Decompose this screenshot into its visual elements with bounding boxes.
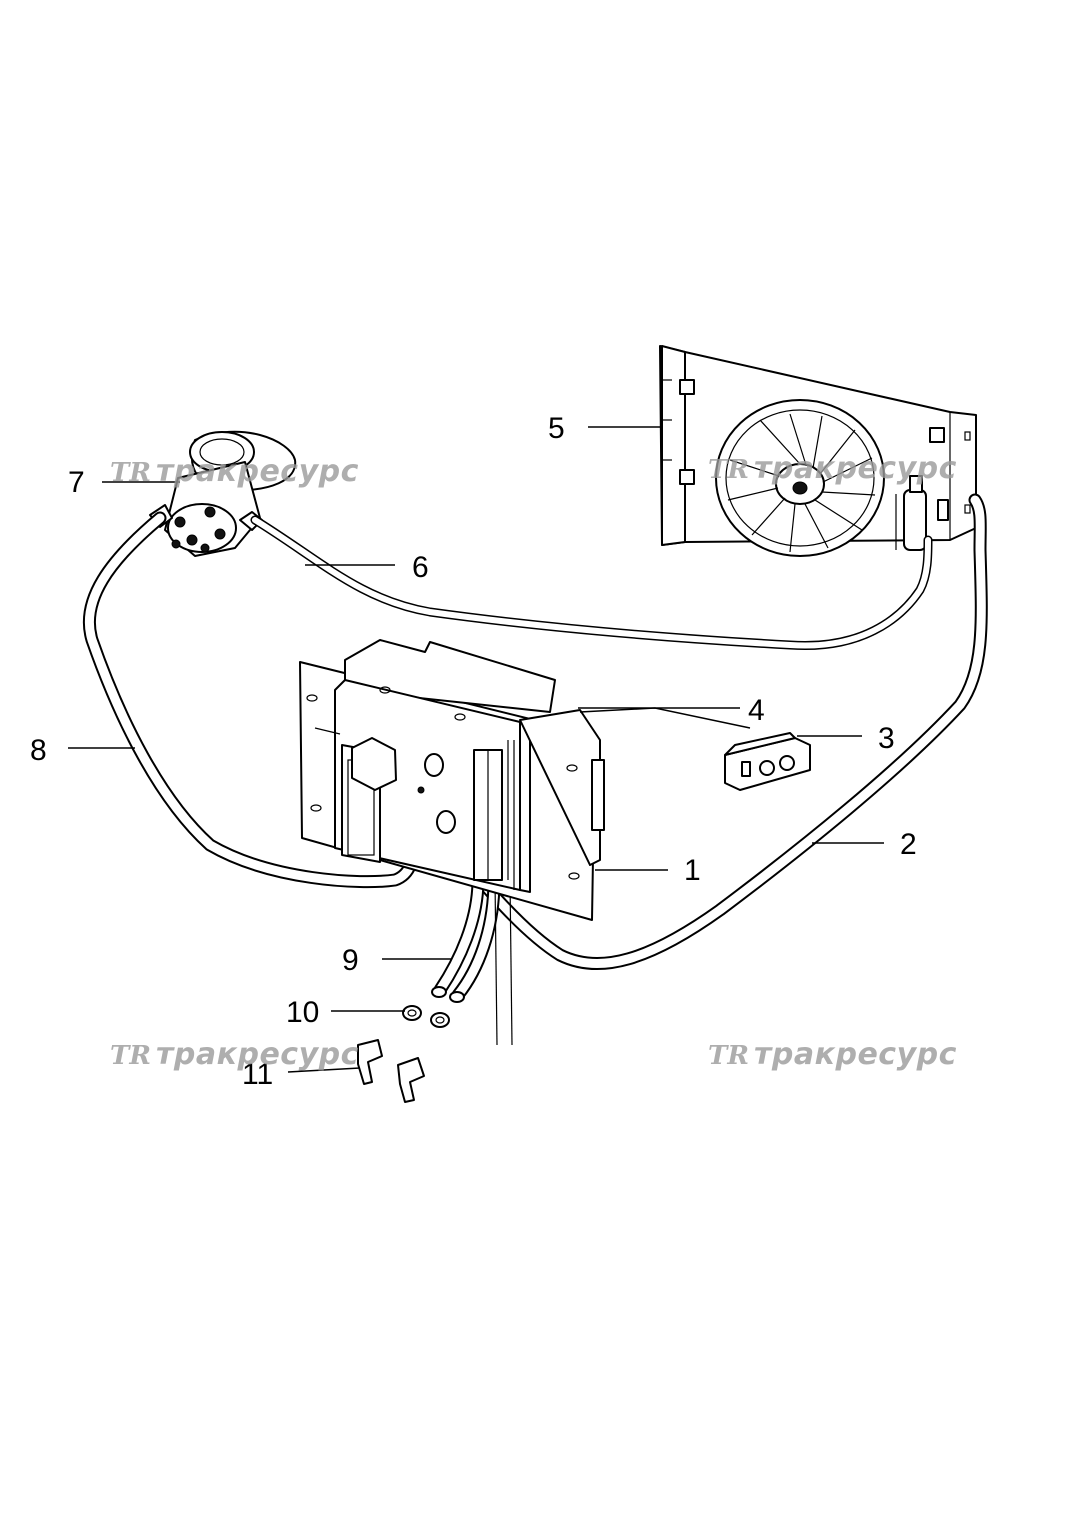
hose-2 [431, 493, 988, 971]
watermark-logo: TR [110, 458, 151, 488]
drain-valves [357, 1039, 425, 1103]
condenser-fan-assembly [659, 345, 977, 557]
watermark-text: тракресурс [156, 454, 359, 489]
callout-1: 1 [684, 854, 701, 887]
hose-6 [250, 515, 933, 651]
watermark-text: тракресурс [754, 1037, 957, 1072]
watermark-text: тракресурс [754, 451, 957, 486]
callout-5: 5 [548, 412, 565, 445]
watermark-1: TR тракресурс [110, 454, 359, 489]
control-panel [724, 732, 811, 791]
watermark-4: TR тракресурс [708, 1037, 957, 1072]
callout-labels: 1 2 3 4 5 6 7 8 9 10 11 [30, 412, 917, 1091]
callout-4: 4 [748, 694, 765, 727]
callout-8: 8 [30, 734, 47, 767]
callout-9: 9 [342, 944, 359, 977]
callout-3: 3 [878, 722, 895, 755]
callout-2: 2 [900, 828, 917, 861]
leader-lines [68, 426, 884, 1073]
watermark-logo: TR [708, 455, 749, 485]
watermark-logo: TR [708, 1041, 749, 1071]
callout-10: 10 [286, 996, 319, 1029]
evaporator-unit [299, 639, 751, 921]
callout-11: 11 [242, 1058, 273, 1091]
watermark-2: TR тракресурс [708, 451, 957, 486]
clamps [402, 1005, 450, 1028]
callout-7: 7 [68, 466, 85, 499]
compressor [149, 430, 297, 557]
callout-6: 6 [412, 551, 429, 584]
watermark-3: TR тракресурс [110, 1037, 359, 1072]
watermark-logo: TR [110, 1041, 151, 1071]
hose-8 [82, 511, 423, 889]
watermark-text: тракресурс [156, 1037, 359, 1072]
